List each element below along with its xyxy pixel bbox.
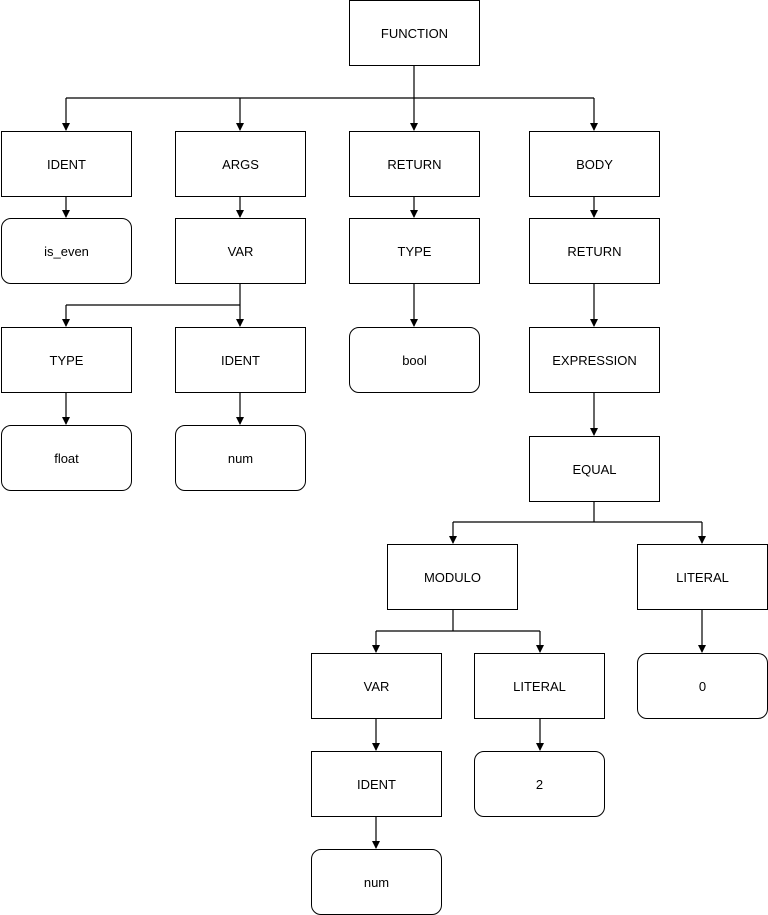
- edge-level-four: [62, 392, 598, 436]
- node-return-body: RETURN: [529, 218, 660, 284]
- node-return-type: RETURN: [349, 131, 480, 197]
- edge-function-children: [62, 66, 598, 131]
- edge-level-two: [62, 196, 598, 218]
- node-expression: EXPRESSION: [529, 327, 660, 393]
- node-literal-two: LITERAL: [474, 653, 605, 719]
- node-body: BODY: [529, 131, 660, 197]
- leaf-is-even: is_even: [1, 218, 132, 284]
- leaf-num-arg: num: [175, 425, 306, 491]
- node-var-modulo: VAR: [311, 653, 442, 719]
- node-args: ARGS: [175, 131, 306, 197]
- node-var-arg: VAR: [175, 218, 306, 284]
- leaf-bool: bool: [349, 327, 480, 393]
- leaf-float: float: [1, 425, 132, 491]
- node-modulo: MODULO: [387, 544, 518, 610]
- node-equal: EQUAL: [529, 436, 660, 502]
- node-type-return: TYPE: [349, 218, 480, 284]
- leaf-num-modulo: num: [311, 849, 442, 915]
- edge-var-children: [62, 284, 244, 327]
- leaf-two: 2: [474, 751, 605, 817]
- edge-modulo-children: [372, 610, 544, 653]
- node-ident-arg: IDENT: [175, 327, 306, 393]
- edge-level-seven: [372, 719, 544, 751]
- node-ident-name: IDENT: [1, 131, 132, 197]
- edge-level-three: [410, 284, 598, 327]
- leaf-zero: 0: [637, 653, 768, 719]
- node-ident-modulo: IDENT: [311, 751, 442, 817]
- node-literal-zero: LITERAL: [637, 544, 768, 610]
- node-type-arg: TYPE: [1, 327, 132, 393]
- edge-equal-children: [449, 501, 706, 544]
- node-function: FUNCTION: [349, 0, 480, 66]
